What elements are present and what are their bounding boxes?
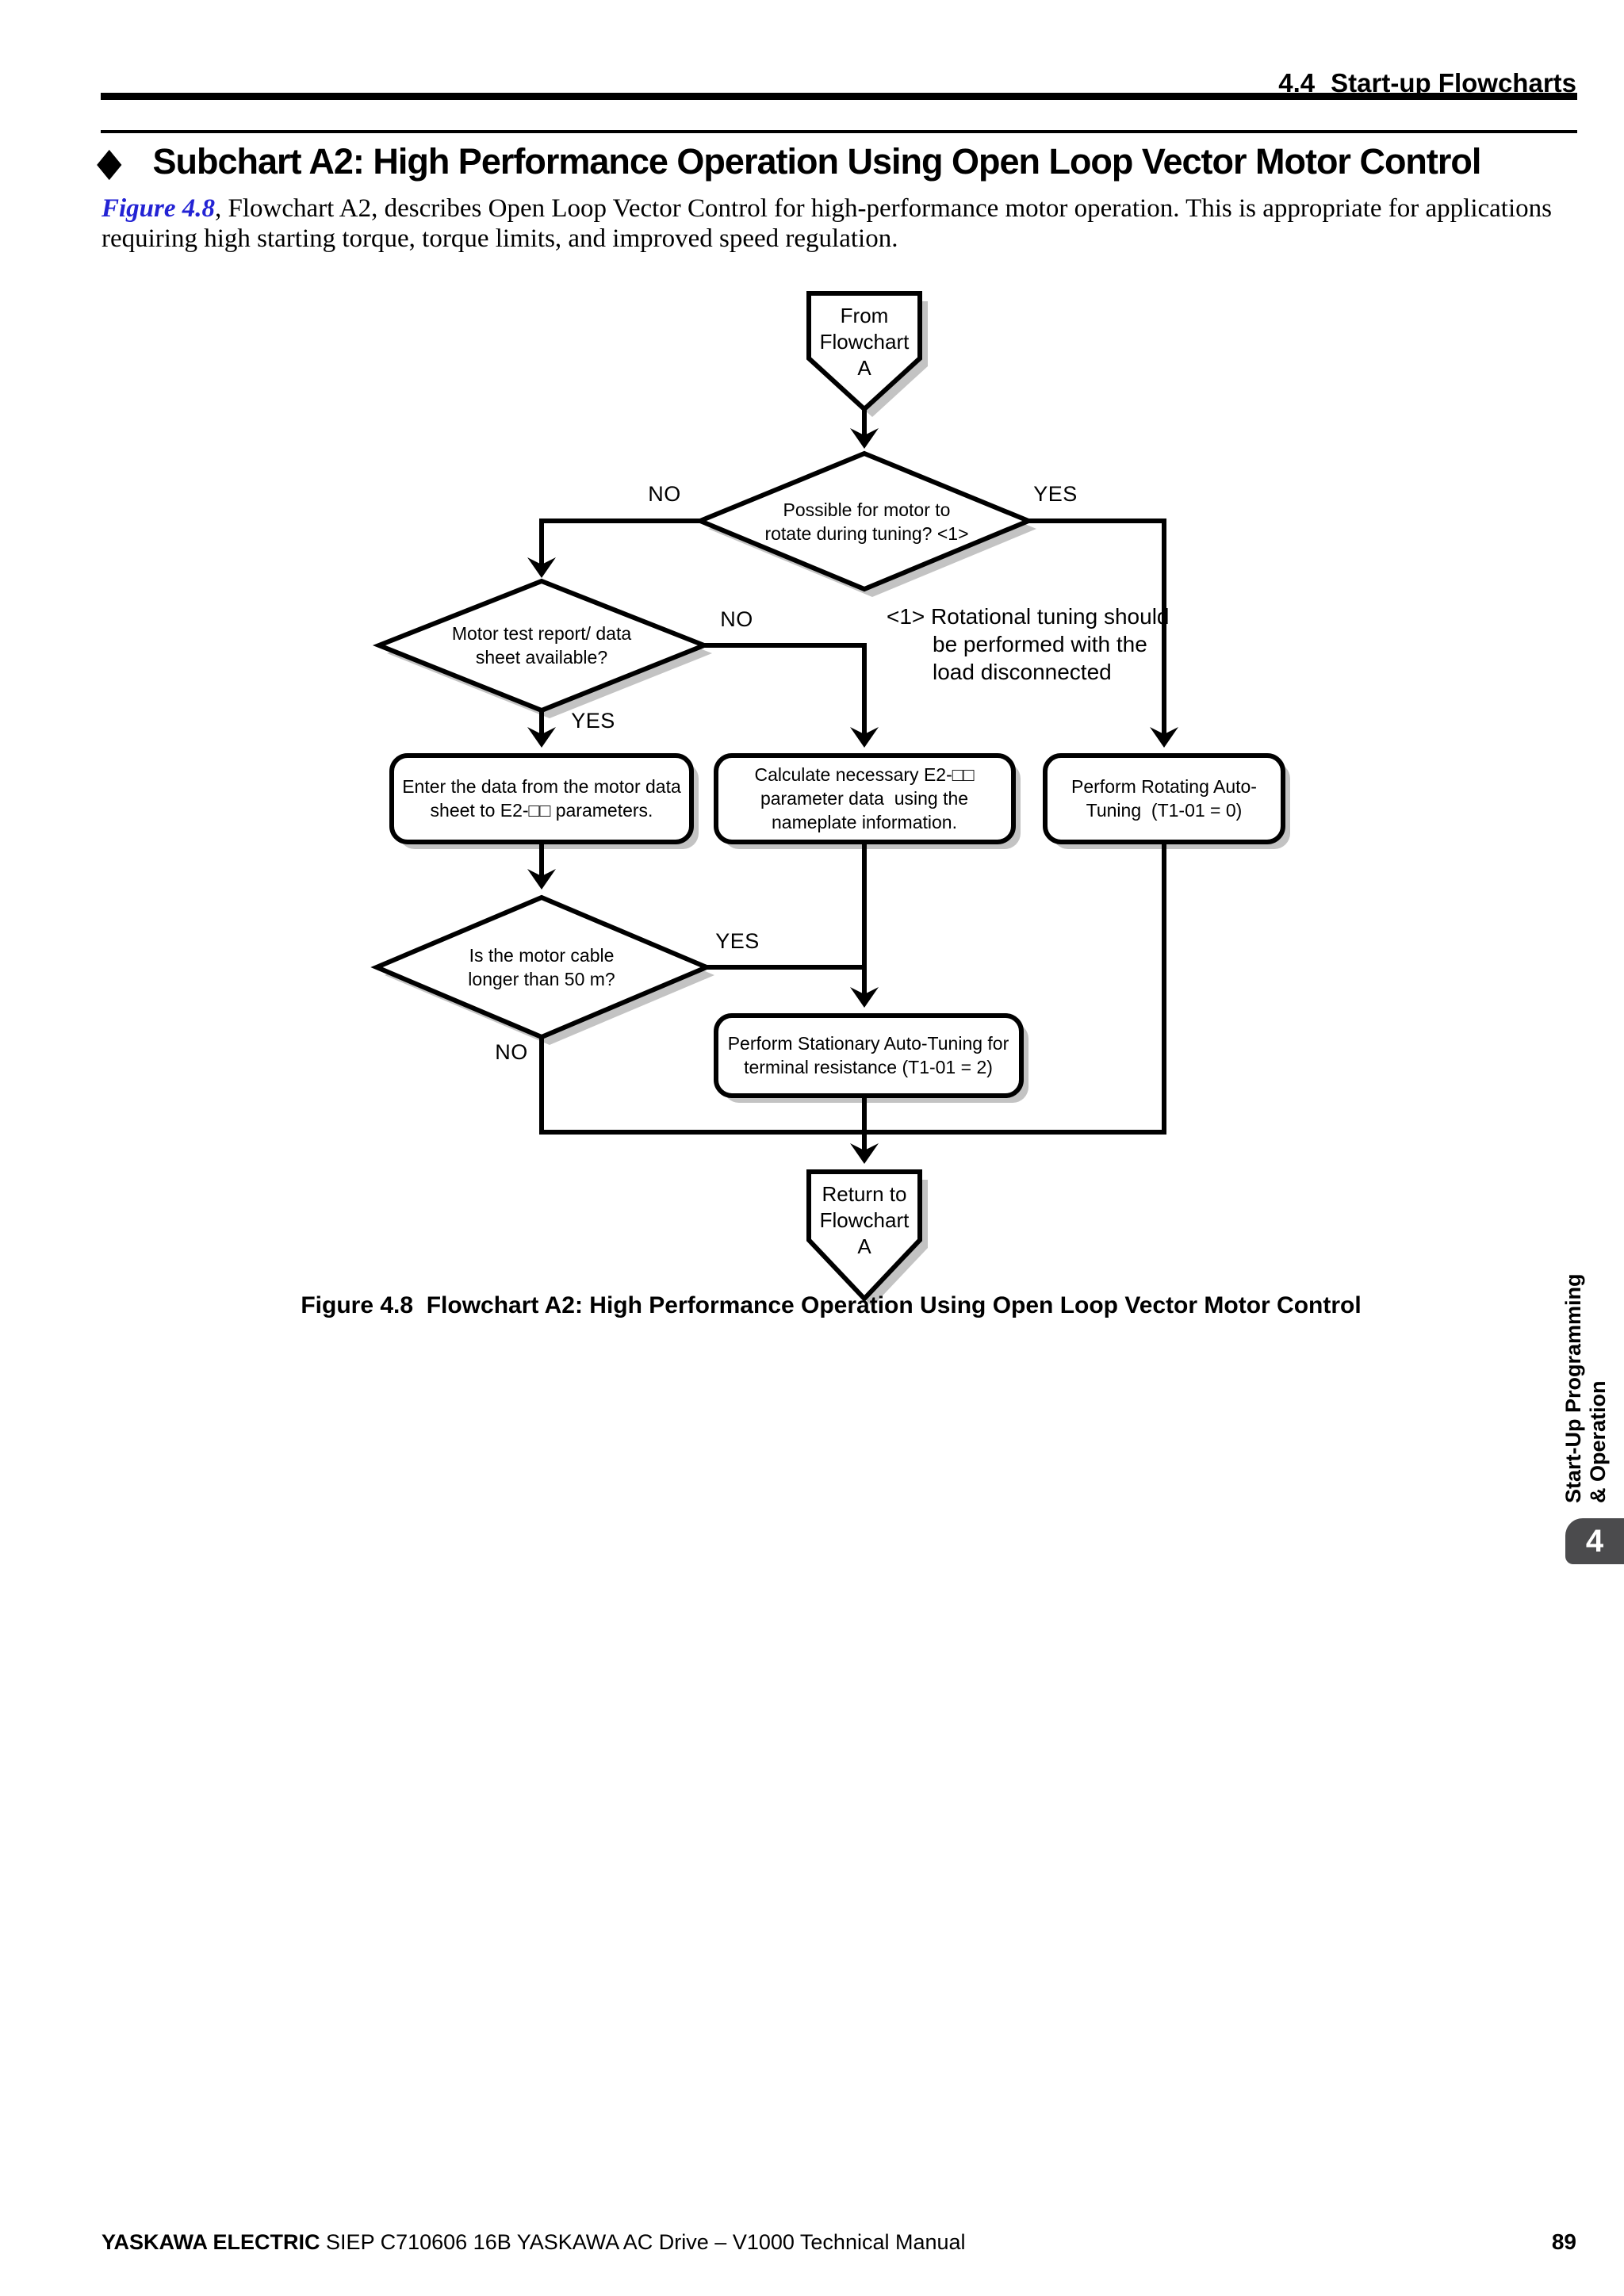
footer-document-info: YASKAWA ELECTRIC SIEP C710606 16B YASKAW… [102,2230,966,2255]
section-title: Start-up Flowcharts [1331,68,1576,98]
intro-paragraph: Figure 4.8, Flowchart A2, describes Open… [102,193,1586,254]
footnote-1: <1> Rotational tuning should be performe… [887,604,1170,684]
calculate-box-label: Calculate necessary E2-□□ parameter data… [754,764,975,832]
decision-rotate-yes-label: YES [1033,482,1078,506]
subchart-title: Subchart A2: High Performance Operation … [152,141,1481,182]
enter-data-box-shape [389,753,694,844]
intro-text: , Flowchart A2, describes Open Loop Vect… [102,194,1552,253]
figure-4-8-link[interactable]: Figure 4.8 [102,194,216,223]
connector-no-to-calculate [704,643,879,748]
connector-yes-to-rotating [1028,519,1178,748]
page-number: 89 [1551,2229,1576,2254]
start-terminal-shape [806,291,922,413]
decision-rotate-shape [694,450,1035,592]
subchart-heading: ◆ Subchart A2: High Performance Operatio… [97,141,1588,182]
publisher-name: YASKAWA ELECTRIC [102,2230,320,2254]
diamond-bullet-icon: ◆ [97,140,122,184]
connector-no-to-datasheet [527,519,700,578]
decision-cable-label: Is the motor cable longer than 50 m? [468,945,615,989]
running-header: 4.4 Start-up Flowcharts [1278,68,1576,98]
decision-rotate-label: Possible for motor to rotate during tuni… [764,499,969,544]
page-footer: YASKAWA ELECTRIC SIEP C710606 16B YASKAW… [102,2229,1576,2255]
decision-cable-no-label: NO [495,1040,528,1064]
figure-caption: Figure 4.8 Flowchart A2: High Performanc… [301,1292,1362,1318]
section-number: 4.4 [1278,68,1316,98]
subheading-rule [101,130,1577,133]
calculate-box-shape [714,753,1016,844]
stationary-box-shape [714,1013,1024,1098]
enter-data-box-label: Enter the data from the motor data sheet… [402,776,681,821]
flowchart-connectors [527,409,1178,1164]
decision-rotate-no-label: NO [648,482,681,506]
header-rule-thick [101,93,1577,100]
chapter-number: 4 [1585,1523,1604,1559]
end-terminal-shape [806,1169,922,1303]
decision-datasheet-shape [372,578,711,714]
end-terminal-label: Return to Flowchart A [819,1182,910,1258]
chapter-tab: 4 [1565,1518,1624,1564]
stationary-box-label: Perform Stationary Auto-Tuning for termi… [727,1033,1009,1077]
rotating-box-label: Perform Rotating Auto- Tuning (T1-01 = 0… [1071,776,1257,821]
decision-cable-yes-label: YES [715,929,760,953]
decision-datasheet-no-label: NO [720,607,753,631]
chapter-sidebar-label: Start-Up Programming & Operation [1561,1273,1610,1503]
document-id: SIEP C710606 16B YASKAWA AC Drive – V100… [320,2230,966,2254]
flowchart-shapes [370,291,1285,1303]
decision-datasheet-yes-label: YES [571,709,615,733]
flowchart-canvas [370,291,1290,1307]
start-terminal-label: From Flowchart A [819,304,910,380]
decision-datasheet-label: Motor test report/ data sheet available? [451,623,632,668]
connector-merge [539,842,1166,1135]
decision-cable-shape [370,894,713,1040]
rotating-box-shape [1043,753,1285,844]
